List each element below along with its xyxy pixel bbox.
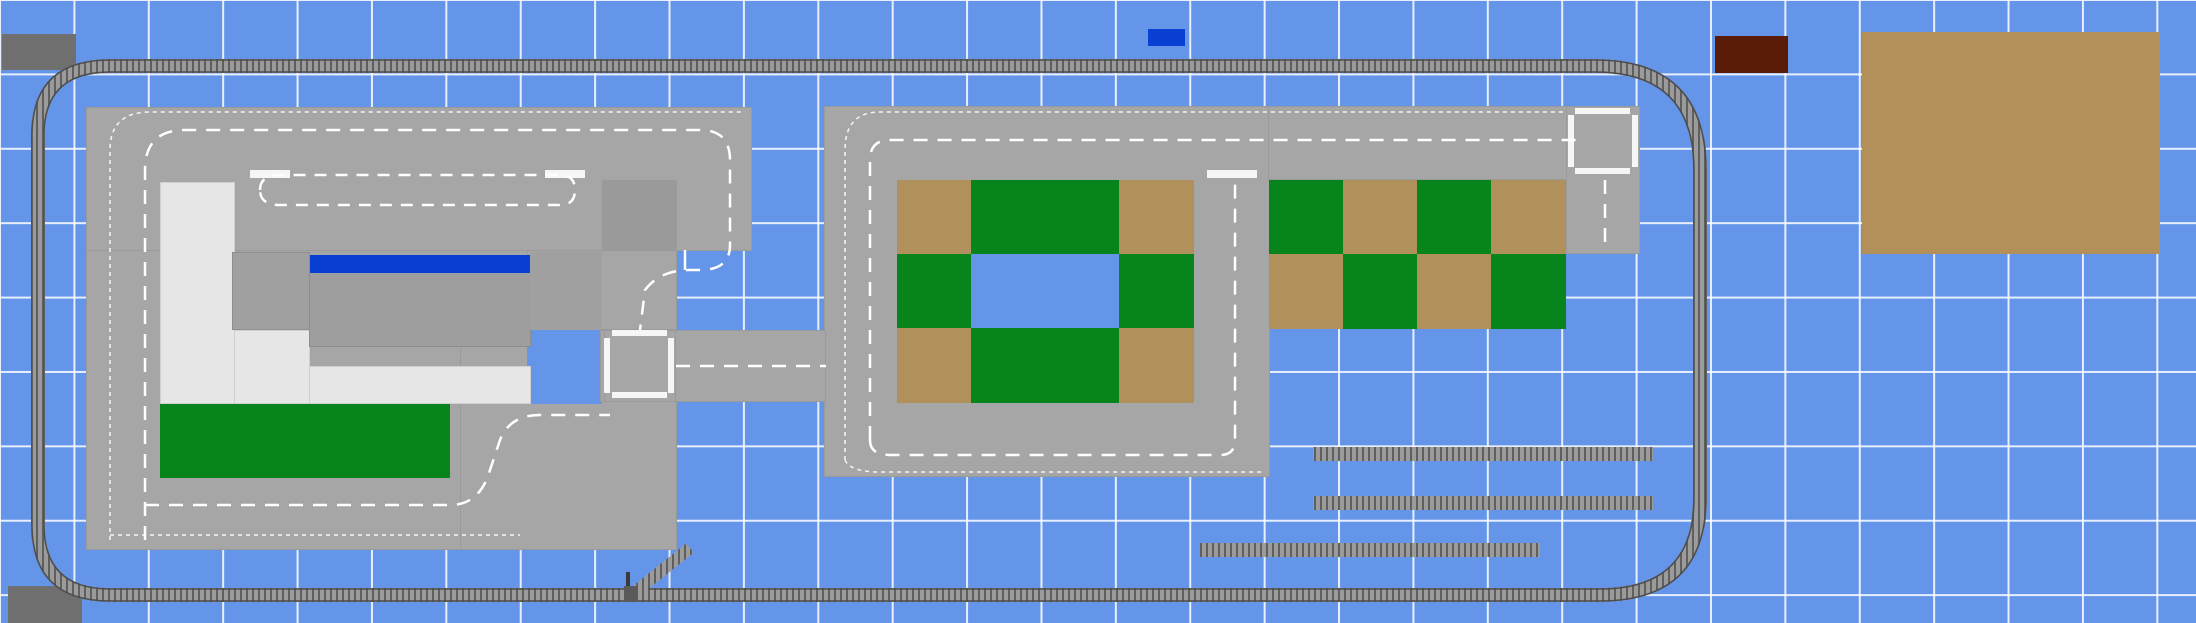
sand-plate[interactable] xyxy=(1936,106,2010,180)
sand-plate[interactable] xyxy=(1862,106,1936,180)
sand-plate-group[interactable] xyxy=(1862,32,2160,254)
road-marking xyxy=(844,459,1265,473)
building[interactable] xyxy=(309,366,531,404)
road-marking xyxy=(109,111,745,540)
parking-plate[interactable] xyxy=(602,180,677,250)
road-marking xyxy=(258,173,577,207)
blue-piece-top[interactable] xyxy=(1148,29,1185,46)
sand-plate[interactable] xyxy=(2010,32,2084,106)
grass-plate[interactable] xyxy=(382,404,450,478)
crosswalks xyxy=(250,108,1638,398)
grass-plate[interactable] xyxy=(971,328,1046,403)
sand-plate[interactable] xyxy=(2010,106,2084,180)
sand-plate[interactable] xyxy=(1936,32,2010,106)
sand-plate[interactable] xyxy=(2084,106,2160,180)
gray-block-top-left[interactable] xyxy=(2,34,76,70)
grass-plate[interactable] xyxy=(1343,254,1418,329)
grass-plate[interactable] xyxy=(1269,180,1344,255)
sand-plate[interactable] xyxy=(1936,180,2010,254)
grass-plate[interactable] xyxy=(1119,254,1194,329)
road-marking xyxy=(868,180,1237,457)
sand-plate[interactable] xyxy=(897,328,972,403)
sand-plate[interactable] xyxy=(1491,180,1566,255)
grass-plate[interactable] xyxy=(160,404,235,478)
sand-plate[interactable] xyxy=(1862,180,1936,254)
crossroad-plate[interactable] xyxy=(604,330,676,402)
brown-block[interactable] xyxy=(1715,36,1788,73)
grass-plate[interactable] xyxy=(897,254,972,329)
rail-switch xyxy=(624,543,694,602)
grass-plate[interactable] xyxy=(308,404,383,478)
sand-plate[interactable] xyxy=(1862,32,1936,106)
sand-plate[interactable] xyxy=(1119,328,1194,403)
grass-plate[interactable] xyxy=(234,404,309,478)
sand-plate[interactable] xyxy=(1343,180,1418,255)
rail-loop xyxy=(31,59,1707,602)
grass-plate[interactable] xyxy=(1045,328,1120,403)
road-marking xyxy=(844,111,1565,460)
sand-plate[interactable] xyxy=(897,180,972,255)
sand-plate[interactable] xyxy=(1269,254,1344,329)
right-road-baseplate[interactable] xyxy=(1566,106,1640,254)
sand-plate[interactable] xyxy=(2084,32,2160,106)
sand-plate[interactable] xyxy=(2010,180,2084,254)
water-gap xyxy=(527,329,602,404)
road-marking xyxy=(143,128,732,540)
grass-plate[interactable] xyxy=(1045,180,1120,255)
water-gap xyxy=(971,254,1120,329)
spare-tracks xyxy=(1200,447,1653,557)
building[interactable] xyxy=(234,330,310,404)
grass-plate[interactable] xyxy=(1491,254,1566,329)
plaza-plate[interactable] xyxy=(530,252,602,330)
grass-plate[interactable] xyxy=(1417,180,1492,255)
building[interactable] xyxy=(160,182,235,404)
blue-roof-strip[interactable] xyxy=(309,255,531,273)
sand-plate[interactable] xyxy=(2084,180,2160,254)
sand-plate[interactable] xyxy=(1119,180,1194,255)
sand-plate[interactable] xyxy=(1417,254,1492,329)
road-marking xyxy=(868,138,1580,440)
plaza-plate[interactable] xyxy=(232,252,310,330)
road-marking xyxy=(145,413,610,507)
grass-plate[interactable] xyxy=(971,180,1046,255)
